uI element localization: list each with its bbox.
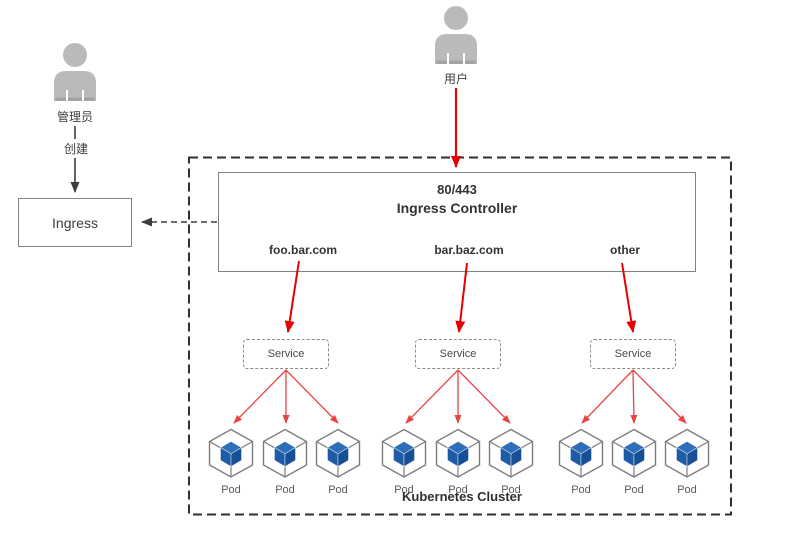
pod-item: Pod [664, 428, 710, 496]
host-other: other [610, 243, 640, 257]
pod-label: Pod [328, 484, 348, 496]
pod-icon [664, 428, 710, 478]
pod-icon [435, 428, 481, 478]
pod-item: Pod [381, 428, 427, 496]
service2-to-pods-arrows [405, 369, 511, 424]
service-box-1: Service [243, 339, 329, 369]
ingress-controller-box: 80/443 Ingress Controller foo.bar.com ba… [218, 172, 696, 272]
pod-icon [208, 428, 254, 478]
ingress-label: Ingress [52, 214, 98, 231]
pod-label: Pod [677, 484, 697, 496]
pod-item: Pod [488, 428, 534, 496]
create-edge-label: 创建 [56, 139, 96, 158]
service-label: Service [614, 348, 652, 360]
service-label: Service [439, 348, 477, 360]
user-person-icon [435, 6, 477, 64]
pod-label: Pod [624, 484, 644, 496]
pod-icon [262, 428, 308, 478]
pod-item: Pod [435, 428, 481, 496]
controller-title: Ingress Controller [396, 200, 518, 216]
pod-item: Pod [208, 428, 254, 496]
cluster-label: Kubernetes Cluster [402, 489, 522, 504]
pod-icon [558, 428, 604, 478]
admin-label: 管理员 [56, 110, 93, 124]
bar-baz-to-service-arrow [455, 262, 468, 333]
service-box-2: Service [415, 339, 501, 369]
pod-label: Pod [275, 484, 295, 496]
pod-icon [381, 428, 427, 478]
service-label: Service [267, 348, 305, 360]
service3-to-pods-arrows [581, 369, 687, 424]
pod-item: Pod [558, 428, 604, 496]
host-foo-bar-com: foo.bar.com [268, 243, 338, 257]
pod-icon [611, 428, 657, 478]
pod-label: Pod [221, 484, 241, 496]
ingress-box: Ingress [18, 198, 132, 247]
pod-item: Pod [315, 428, 361, 496]
pod-label: Pod [571, 484, 591, 496]
controller-port: 80/443 [437, 182, 477, 197]
service1-to-pods-arrows [233, 369, 339, 424]
pod-icon [315, 428, 361, 478]
other-to-service-arrow [621, 262, 637, 333]
host-bar-baz-com: bar.baz.com [434, 243, 504, 257]
service-box-3: Service [590, 339, 676, 369]
user-label: 用户 [443, 72, 468, 86]
pod-item: Pod [262, 428, 308, 496]
pod-item: Pod [611, 428, 657, 496]
admin-person-icon [54, 43, 96, 101]
pod-icon [488, 428, 534, 478]
